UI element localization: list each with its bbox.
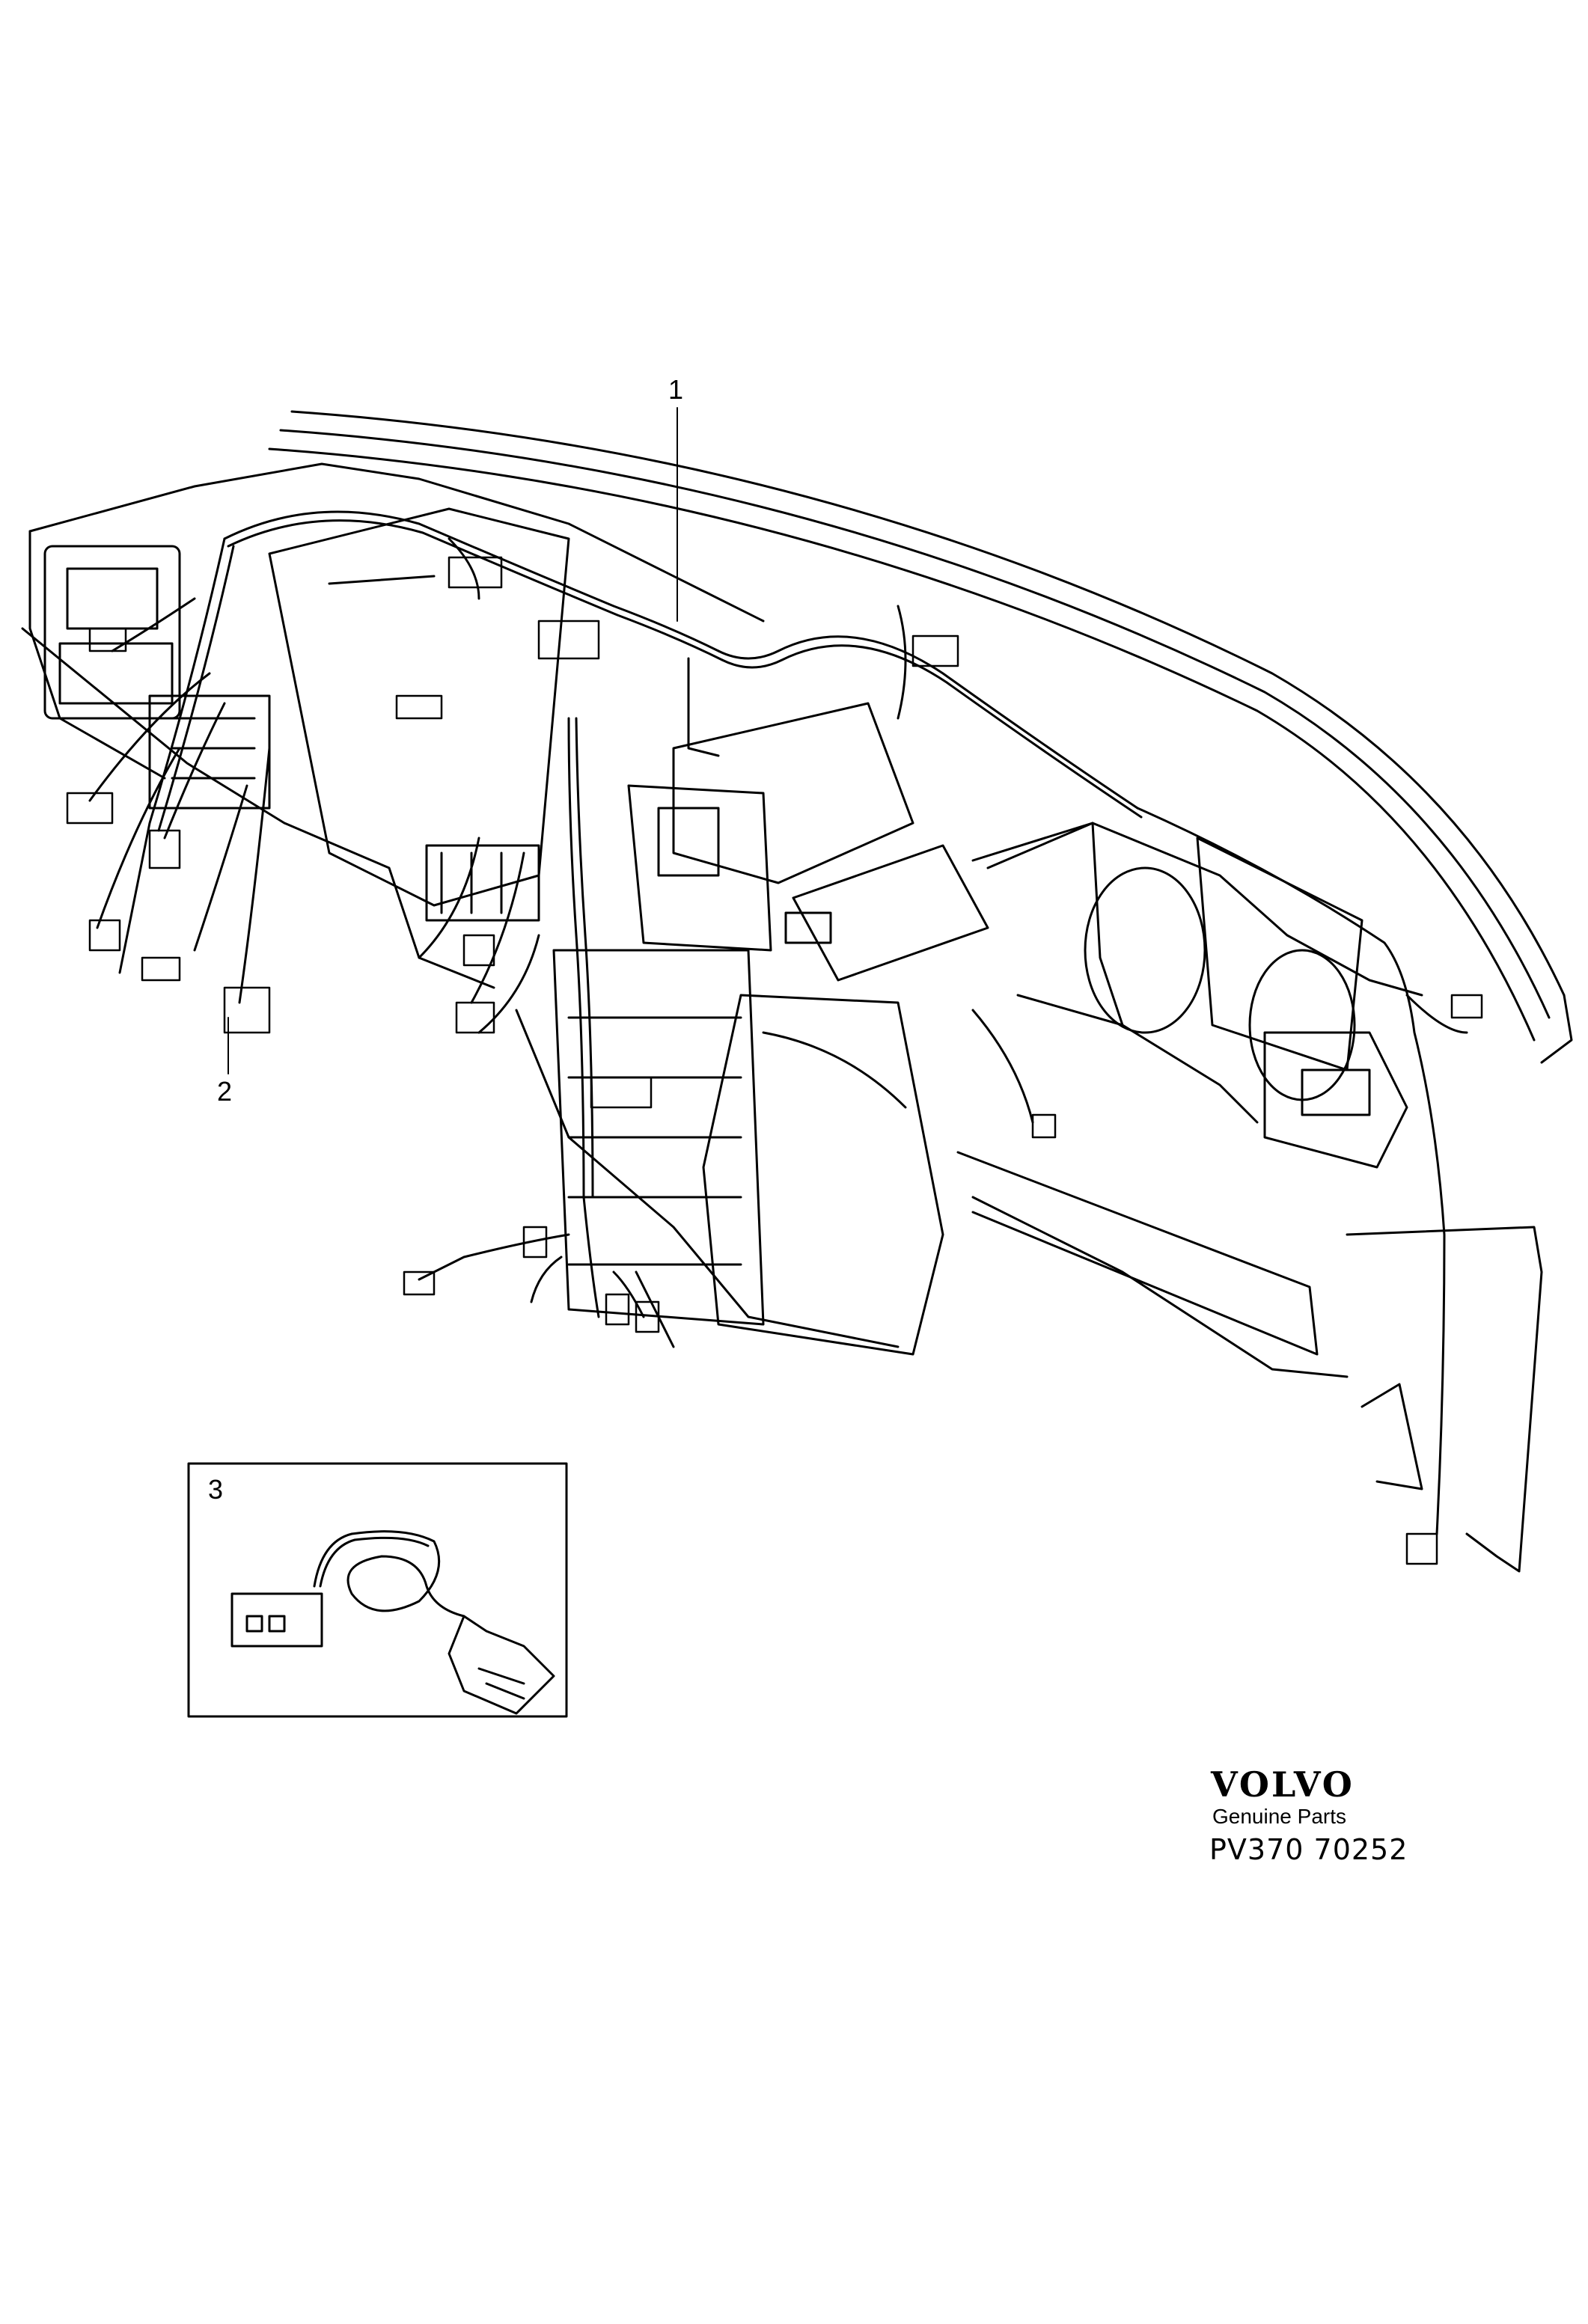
drawing-code: PV370 70252 [1209,1833,1408,1866]
callout-3: 3 [208,1474,224,1505]
centre-console [552,784,944,1356]
connector-r [1450,994,1483,1019]
inset-connector-left [230,1592,323,1648]
connector-i [537,620,600,660]
connector-k [455,1001,495,1034]
connector-e [141,956,181,982]
passenger-panel [672,702,1363,1071]
connector-g [395,694,443,720]
harness-branches [88,537,1468,1348]
right-vent-housing [956,866,1423,1490]
main-harness [118,510,1446,1535]
inset-frame [187,1462,568,1718]
instrument-cluster-opening [268,507,570,922]
connector-c [148,829,181,869]
callout-2: 2 [217,1076,233,1107]
connector-a [88,627,127,652]
left-vent-panel [43,545,271,810]
dashboard-top-rail [268,410,1573,1064]
volvo-logo: VOLVO [1211,1764,1355,1805]
connector-m [403,1270,436,1296]
connector-t [1031,1113,1057,1139]
connector-l [590,1076,653,1109]
connector-p [635,1300,660,1333]
genuine-parts-label: Genuine Parts [1212,1805,1346,1828]
connector-d [88,919,121,952]
connector-q [911,634,959,667]
connector-h [448,556,503,589]
connector-n [522,1226,548,1259]
connector-s [1405,1532,1438,1565]
dashboard-body [21,462,1543,1573]
connectors [66,556,1483,1565]
callout-leaders [227,407,678,1074]
connector-b [66,792,114,825]
inset-connector-right [448,1615,555,1715]
connector-f [223,986,271,1034]
connector-j [462,934,495,967]
callout-1: 1 [668,374,684,405]
connector-o [605,1293,630,1326]
inset-cable [313,1530,465,1618]
inset-part-3 [187,1462,568,1718]
